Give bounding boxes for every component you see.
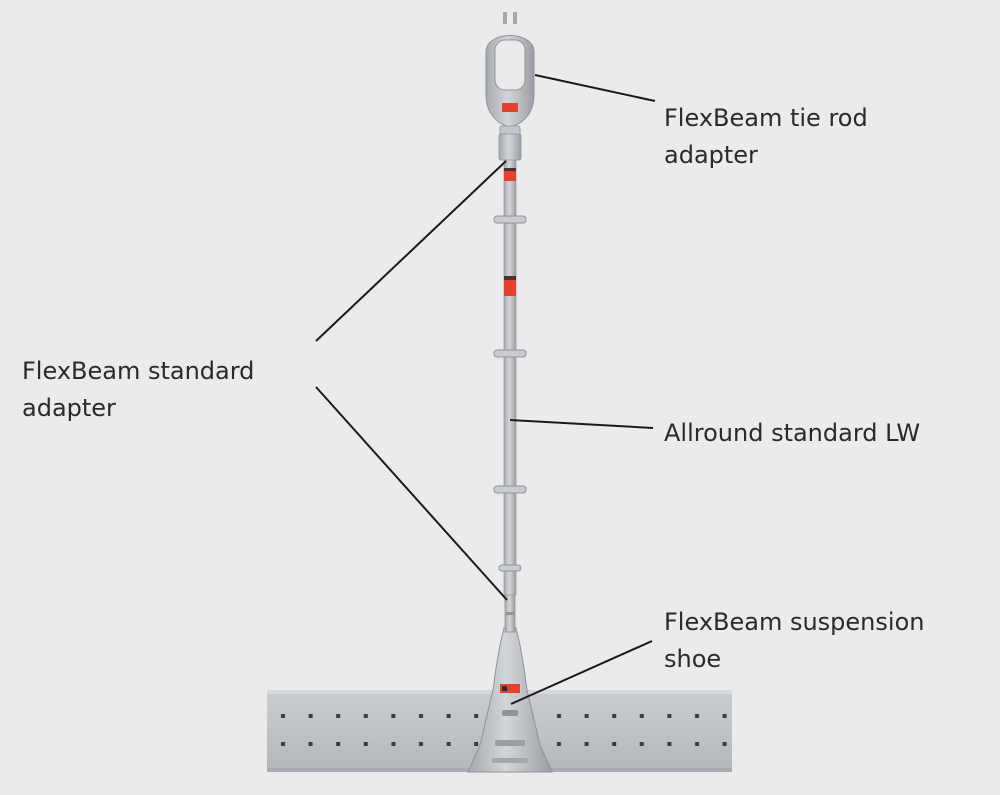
shoe-marking xyxy=(500,684,520,693)
label-allround-standard: Allround standard LW xyxy=(664,415,920,452)
label-line: FlexBeam tie rod xyxy=(664,104,868,132)
label-line: adapter xyxy=(22,394,116,422)
label-suspension-shoe: FlexBeam suspension shoe xyxy=(664,604,924,678)
rosette xyxy=(493,215,527,224)
label-tie-rod-adapter: FlexBeam tie rod adapter xyxy=(664,100,868,174)
adapter-marking xyxy=(502,103,518,112)
tube-marking xyxy=(504,276,516,296)
tie-rod-adapter xyxy=(485,12,535,161)
rosette xyxy=(493,349,527,358)
label-line: FlexBeam standard xyxy=(22,357,255,385)
suspension-shoe xyxy=(467,627,553,773)
rosette xyxy=(498,564,522,572)
label-line: FlexBeam suspension xyxy=(664,608,925,636)
leader-line-allround-standard xyxy=(509,419,654,429)
label-standard-adapter: FlexBeam standard adapter xyxy=(22,353,254,427)
tube-marking xyxy=(504,168,516,181)
label-line: Allround standard LW xyxy=(664,419,921,447)
leader-line-standard-adapter-bottom xyxy=(315,386,508,601)
rosette xyxy=(493,485,527,494)
label-line: adapter xyxy=(664,141,758,169)
leader-line-tie-rod-adapter xyxy=(534,74,656,102)
leader-lines xyxy=(315,74,656,705)
allround-standard-tube xyxy=(493,139,527,596)
leader-line-standard-adapter-top xyxy=(315,160,507,342)
label-line: shoe xyxy=(664,645,722,673)
standard-adapter-pin xyxy=(504,589,516,633)
leader-line-suspension-shoe xyxy=(510,640,653,705)
